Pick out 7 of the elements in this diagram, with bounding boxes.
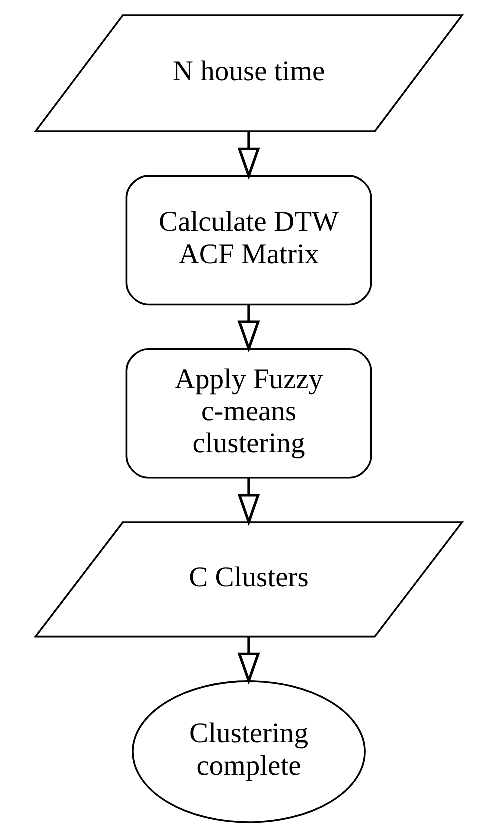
- node-box: Apply Fuzzy c-means clustering: [126, 348, 372, 479]
- arrow: [238, 304, 260, 353]
- node-box: Calculate DTW ACF Matrix: [126, 175, 372, 306]
- arrow: [238, 132, 260, 180]
- arrow: [238, 478, 260, 526]
- node-ellipse: Clustering complete: [132, 680, 366, 824]
- arrow: [238, 637, 260, 686]
